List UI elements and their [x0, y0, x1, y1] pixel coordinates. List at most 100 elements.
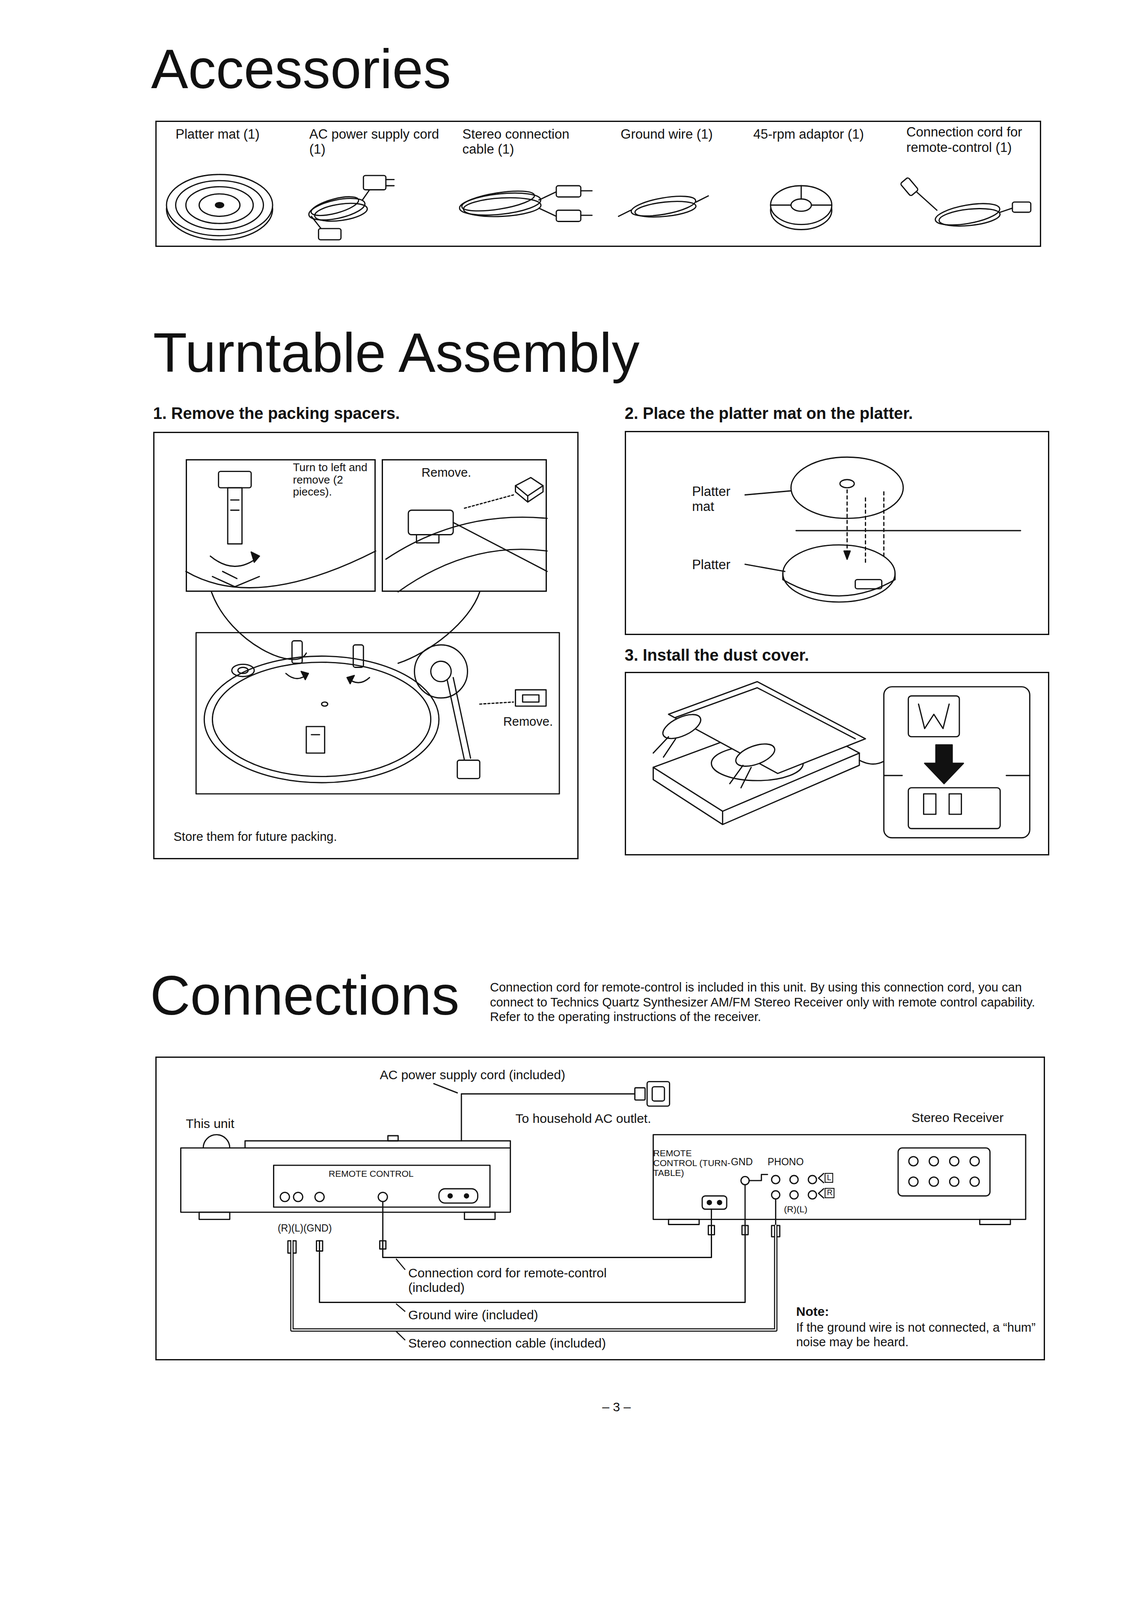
platter-mat-icon-part — [185, 186, 253, 224]
platter-mat-drawing-part — [846, 489, 848, 560]
receiver-rear-drawing-part — [702, 1196, 727, 1210]
receiver-rear-drawing-part — [908, 1156, 918, 1166]
platter-mat-drawing-part — [865, 491, 884, 564]
remote-cord-icon-part — [1000, 207, 1013, 213]
spacer-inset-drawing-part — [227, 487, 242, 544]
stereo-receiver: Stereo ReceiverREMOTE CONTROL (TURN-TABL… — [649, 1108, 1026, 1225]
inset-box: Turn to left and remove (2 pieces). — [185, 459, 376, 592]
receiver-rear-drawing-part — [771, 1190, 780, 1200]
stereo-cable-icon-part — [463, 195, 542, 219]
platter-mat-icon — [166, 174, 273, 241]
adaptor-icon-part — [770, 185, 832, 205]
spacer-inset-drawing-part — [230, 499, 239, 511]
stereo-cable-icon-part — [556, 185, 581, 197]
receiver-rear-drawing-part — [707, 1200, 712, 1205]
turntable-top-drawing-part — [515, 689, 547, 707]
spacer-inset-drawing-part — [251, 552, 260, 563]
turntable-rear-drawing-part — [314, 1192, 324, 1202]
receiver-rear-drawing-part — [970, 1177, 980, 1187]
note-text: Store them for future packing. — [173, 829, 337, 844]
page-number: – 3 – — [602, 1400, 631, 1414]
leader-line — [396, 1303, 406, 1312]
receiver-rear-drawing-part — [979, 1219, 1011, 1225]
ac-cord-drawing — [433, 1081, 670, 1141]
dust-cover-drawing-part — [668, 681, 866, 774]
remote-cord-icon-part — [938, 205, 1001, 229]
item-label: Connection cord for remote-control (1) — [906, 124, 1037, 155]
jack-label: (R)(L)(GND) — [277, 1222, 332, 1234]
stereo-cable-icon-part — [580, 190, 592, 216]
ac-cord-icon-part — [309, 192, 361, 220]
inset-box: Remove. — [381, 459, 547, 592]
ac-cord-icon-part — [385, 179, 395, 186]
leader-line — [396, 1331, 406, 1341]
dust-cover-drawing-part — [729, 765, 752, 788]
callout-text: Remove. — [421, 465, 472, 480]
connection-cable — [319, 1224, 746, 1312]
receiver-rear-drawing-part — [949, 1156, 959, 1166]
connection-cable — [291, 1224, 776, 1341]
platter-mat-drawing — [745, 457, 1021, 603]
turntable-top-drawing-part — [306, 726, 325, 754]
cable-label: Ground wire (included) — [408, 1307, 538, 1323]
platter-mat-drawing-part — [843, 551, 850, 560]
stereo-cable-icon-part — [458, 189, 542, 219]
item-label: Platter mat (1) — [175, 126, 303, 143]
turntable-top-drawing-part — [301, 671, 309, 680]
dust-cover-drawing-part — [883, 686, 1030, 838]
receiver-rear-drawing-part — [771, 1175, 780, 1184]
dust-cover-drawing-part — [859, 760, 884, 765]
turntable-top-drawing-part — [321, 702, 328, 707]
receiver-rear-drawing-part — [717, 1200, 722, 1205]
ground-wire-icon-part — [629, 192, 698, 220]
cartridge-inset-drawing-part — [416, 522, 547, 572]
turntable-top-drawing-part — [237, 667, 249, 674]
ac-cord-drawing-part — [652, 1086, 665, 1102]
turntable-top-drawing-part — [414, 644, 468, 698]
cable-line — [382, 1224, 712, 1258]
platter-mat-icon-part — [198, 193, 240, 217]
item-label: AC power supply cord (1) — [309, 126, 448, 158]
receiver-rear-drawing-part — [744, 1184, 746, 1225]
stereo-cable-icon-part — [538, 191, 557, 217]
step-box: 1. Remove the packing spacers.Remove.Sto… — [153, 431, 579, 860]
cartridge-inset-drawing-part — [515, 485, 544, 502]
part-label: Platter mat — [691, 483, 746, 515]
turntable-rear-drawing-part — [245, 1140, 511, 1149]
receiver-rear-drawing — [653, 1134, 1026, 1237]
step-heading: 3. Install the dust cover. — [624, 646, 810, 665]
cord-label: AC power supply cord (included) — [379, 1067, 566, 1083]
turntable-rear-drawing-part — [180, 1148, 511, 1213]
receiver-rear-drawing-part — [808, 1190, 817, 1200]
platter-mat-drawing-part — [795, 530, 1021, 532]
cartridge-inset-drawing-part — [408, 510, 454, 535]
turntable-rear-drawing — [180, 1134, 511, 1254]
adaptor-icon-part — [770, 185, 832, 225]
remote-cord-icon-part — [1012, 201, 1031, 213]
stereo-cable-icon-part — [556, 210, 581, 222]
receiver-rear-drawing-part — [929, 1156, 939, 1166]
receiver-rear-drawing-part — [929, 1177, 939, 1187]
dust-cover-drawing-part — [653, 736, 676, 758]
ac-cord-drawing-part — [433, 1083, 458, 1093]
receiver-rear-drawing-part — [668, 1219, 700, 1225]
ac-cord-icon — [307, 175, 395, 240]
connections-frame: ConnectionsConnection cord for remote-co… — [155, 1056, 1046, 1361]
dust-cover-drawing-part — [908, 787, 1001, 829]
spacer-inset-drawing-part — [218, 471, 252, 488]
dust-cover-drawing-part — [883, 774, 1030, 777]
remote-cord-icon-part — [916, 191, 938, 211]
turntable-rear-drawing-part — [464, 1193, 469, 1199]
instruction-text: Turn to left and remove (2 pieces). — [293, 461, 375, 499]
note-text: If the ground wire is not connected, a “… — [795, 1320, 1040, 1350]
turntable-top-drawing-part — [347, 675, 355, 684]
platter-mat-icon-part — [215, 202, 224, 208]
platter-mat-icon-part — [166, 174, 273, 236]
turntable-rear-drawing-part — [273, 1165, 490, 1208]
spacer-inset-drawing-part — [185, 551, 376, 588]
receiver-rear-drawing-part — [949, 1177, 959, 1187]
section-heading: Accessories — [151, 41, 452, 97]
outlet-label: To household AC outlet. — [515, 1111, 652, 1127]
panel-label: REMOTE CONTROL — [328, 1168, 414, 1179]
step-box: 2. Place the platter mat on the platter.… — [624, 430, 1050, 636]
